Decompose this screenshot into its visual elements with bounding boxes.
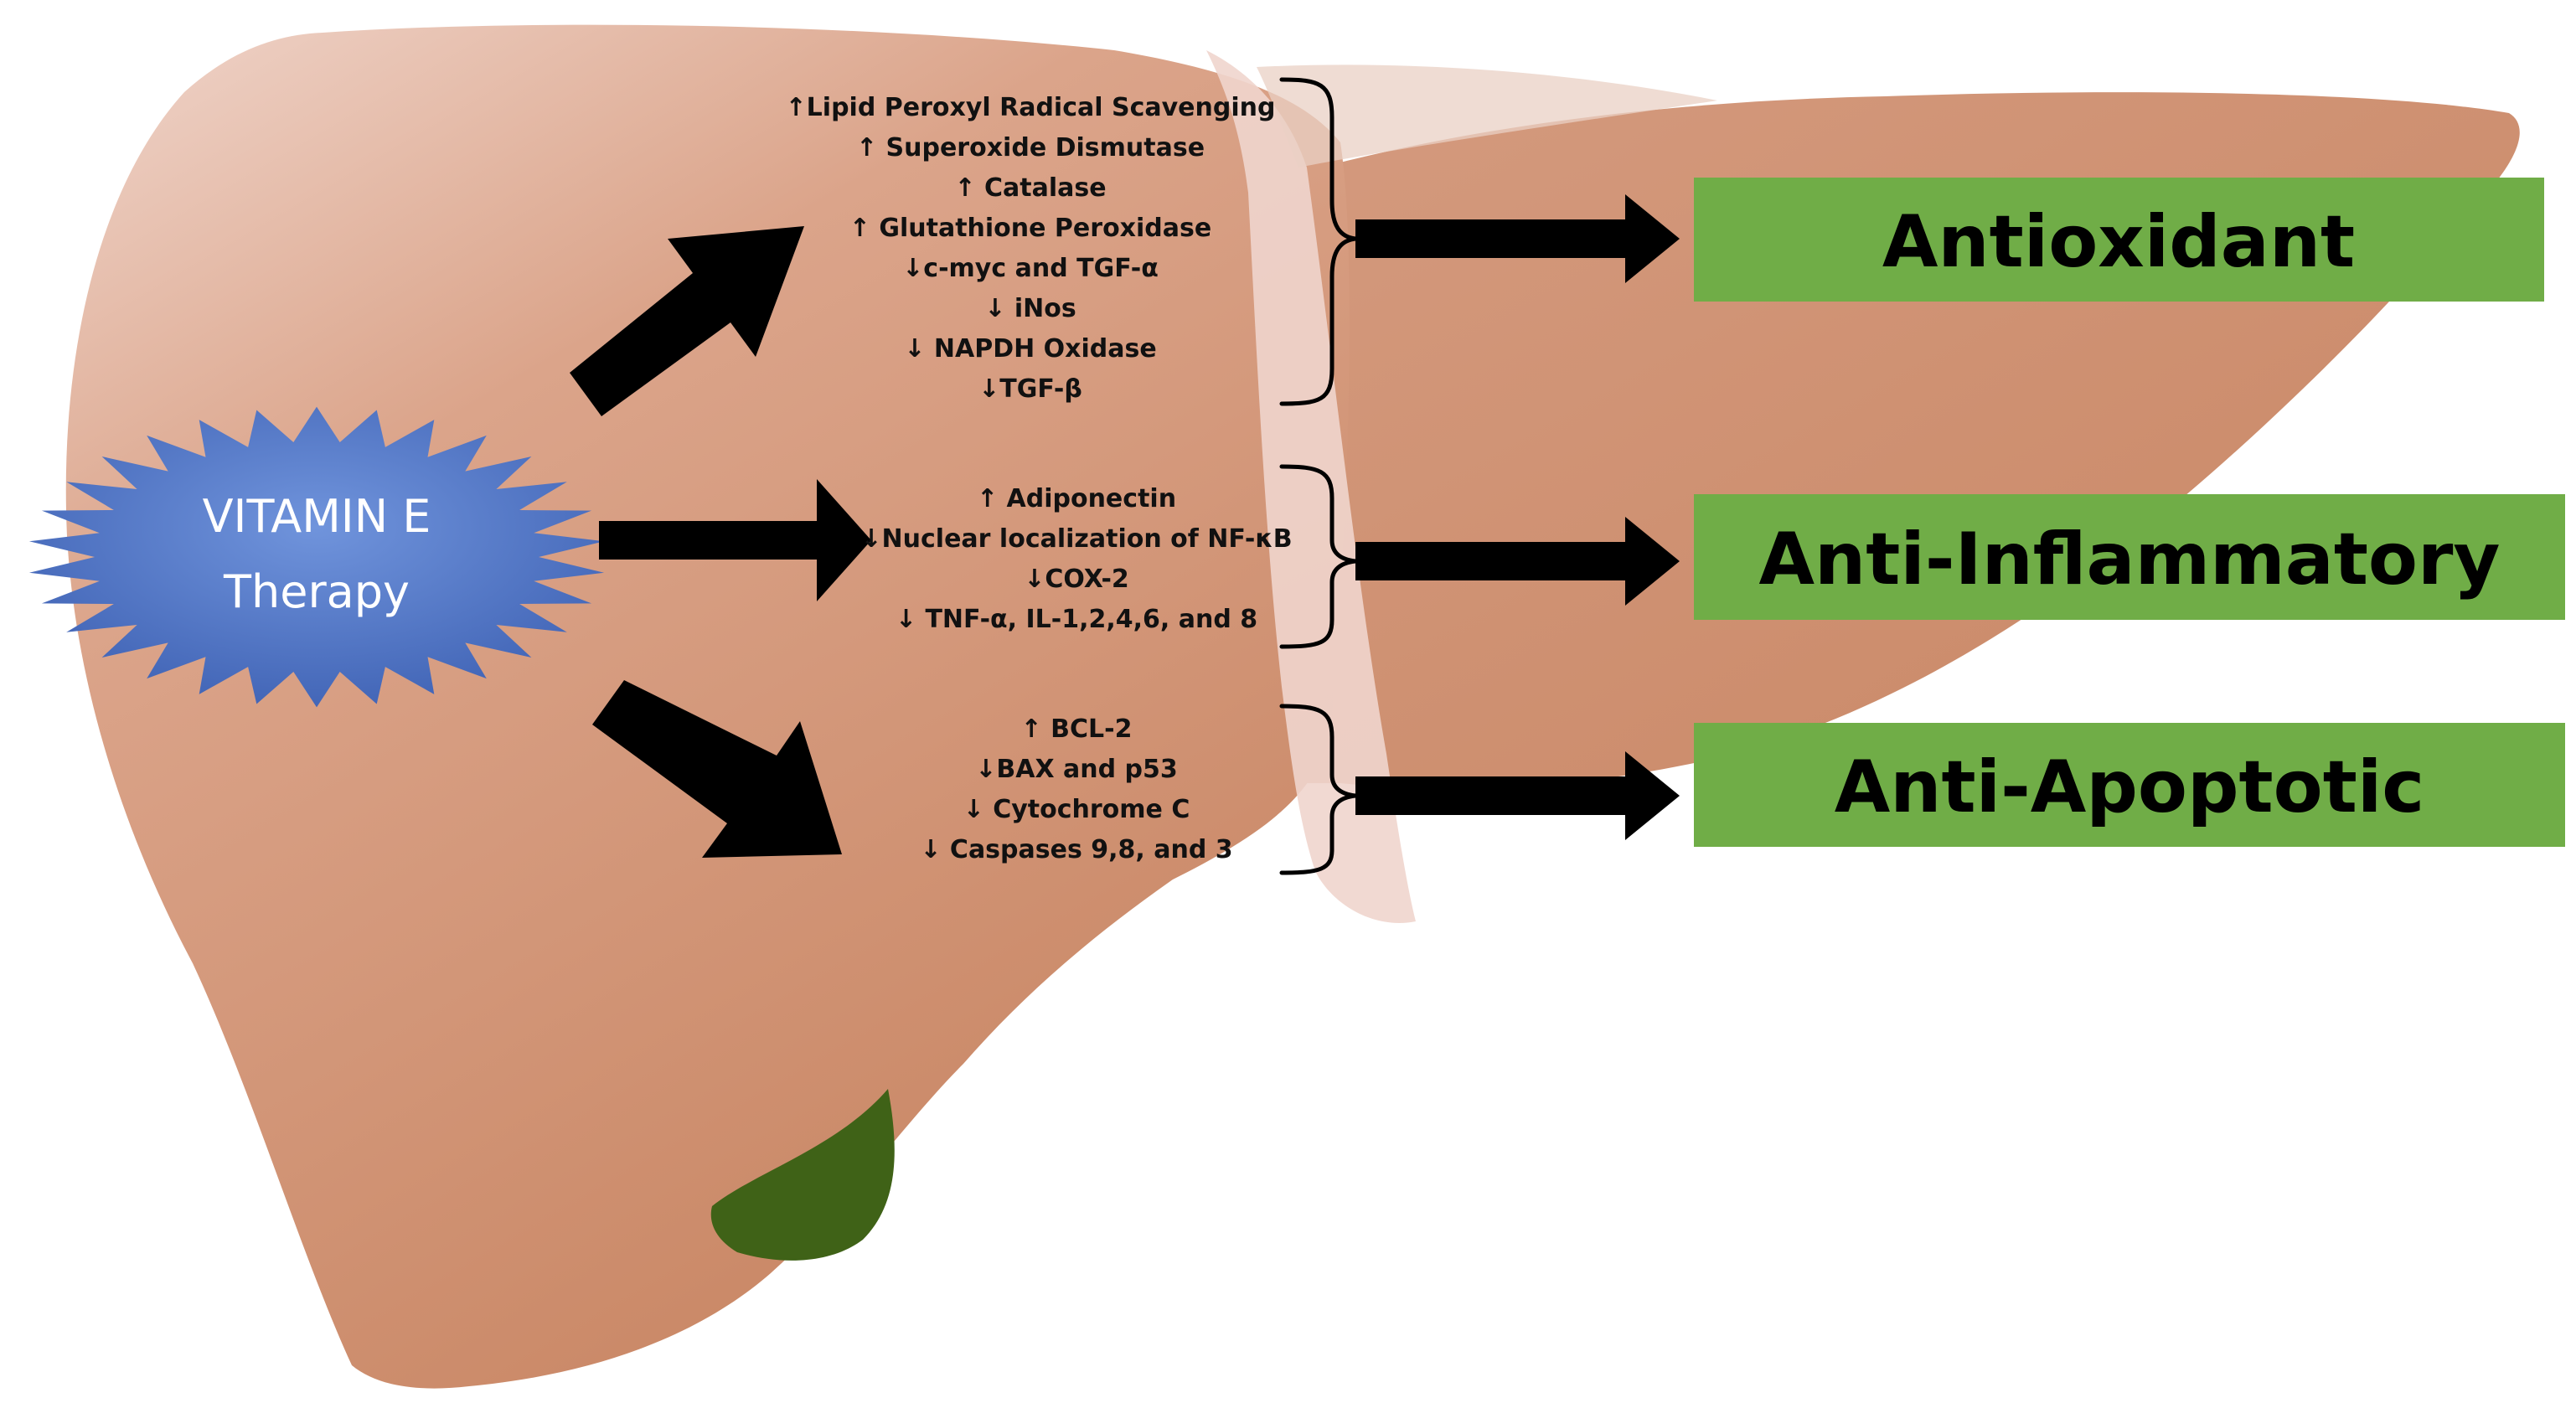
effect-arrows <box>1355 194 1680 840</box>
effect-label-anti-inflammatory: Anti-Inflammatory <box>1759 518 2501 601</box>
effect-box-anti-apoptotic <box>1694 723 2565 847</box>
antioxidant-mechanisms: ↑Lipid Peroxyl Radical Scavenging ↑ Supe… <box>786 93 1276 404</box>
mechanism-item: ↑ Adiponectin <box>977 484 1176 513</box>
mechanism-item: ↓ TNF-α, IL-1,2,4,6, and 8 <box>896 605 1257 634</box>
arrow-anti-inflammatory-effect <box>1355 517 1680 606</box>
effect-box-anti-inflammatory <box>1694 494 2565 620</box>
mechanism-item: ↑ Superoxide Dismutase <box>856 133 1205 162</box>
liver-left-lobe <box>65 24 1350 1389</box>
therapy-label-line2: Therapy <box>223 565 410 618</box>
mechanism-item: ↓BAX and p53 <box>975 755 1178 784</box>
arrow-antioxidant-effect <box>1355 194 1680 283</box>
arrow-to-antioxidant <box>570 226 804 416</box>
bracket-antioxidant <box>1279 77 1356 406</box>
mechanism-item: ↓COX-2 <box>1024 565 1129 594</box>
gallbladder <box>710 1089 895 1261</box>
effect-label-antioxidant: Antioxidant <box>1882 200 2355 284</box>
mechanism-item: ↑ Glutathione Peroxidase <box>849 214 1211 243</box>
arrow-to-anti-inflammatory <box>599 479 871 601</box>
mechanism-item: ↓ NAPDH Oxidase <box>904 334 1156 364</box>
effect-label-anti-apoptotic: Anti-Apoptotic <box>1835 745 2425 829</box>
therapy-arrows <box>570 226 871 858</box>
mechanism-item: ↑ Catalase <box>954 173 1106 203</box>
liver-top-highlight <box>1257 64 1717 168</box>
mechanism-item: ↓c-myc and TGF-α <box>902 254 1159 283</box>
mechanism-item: ↓TGF-β <box>978 374 1082 404</box>
arrow-to-anti-apoptotic <box>592 680 842 858</box>
therapy-label-line1: VITAMIN E <box>203 490 431 543</box>
starburst-shape <box>28 406 605 708</box>
vitamin-e-starburst: VITAMIN E Therapy <box>28 406 605 708</box>
mechanism-item: ↓ Cytochrome C <box>963 795 1190 824</box>
anti-inflammatory-mechanisms: ↑ Adiponectin ↓Nuclear localization of N… <box>860 484 1292 634</box>
effect-boxes: Antioxidant Anti-Inflammatory Anti-Apopt… <box>1694 178 2565 847</box>
mechanism-item: ↑Lipid Peroxyl Radical Scavenging <box>786 93 1276 122</box>
arrow-anti-apoptotic-effect <box>1355 751 1680 840</box>
effect-box-antioxidant <box>1694 178 2544 302</box>
mechanism-item: ↓ Caspases 9,8, and 3 <box>920 835 1232 864</box>
mechanism-item: ↓Nuclear localization of NF-κB <box>860 524 1292 554</box>
anti-apoptotic-mechanisms: ↑ BCL-2 ↓BAX and p53 ↓ Cytochrome C ↓ Ca… <box>920 714 1232 864</box>
falciform-ligament <box>1206 50 1416 923</box>
mechanism-item: ↓ iNos <box>984 294 1076 323</box>
mechanism-item: ↑ BCL-2 <box>1021 714 1133 744</box>
